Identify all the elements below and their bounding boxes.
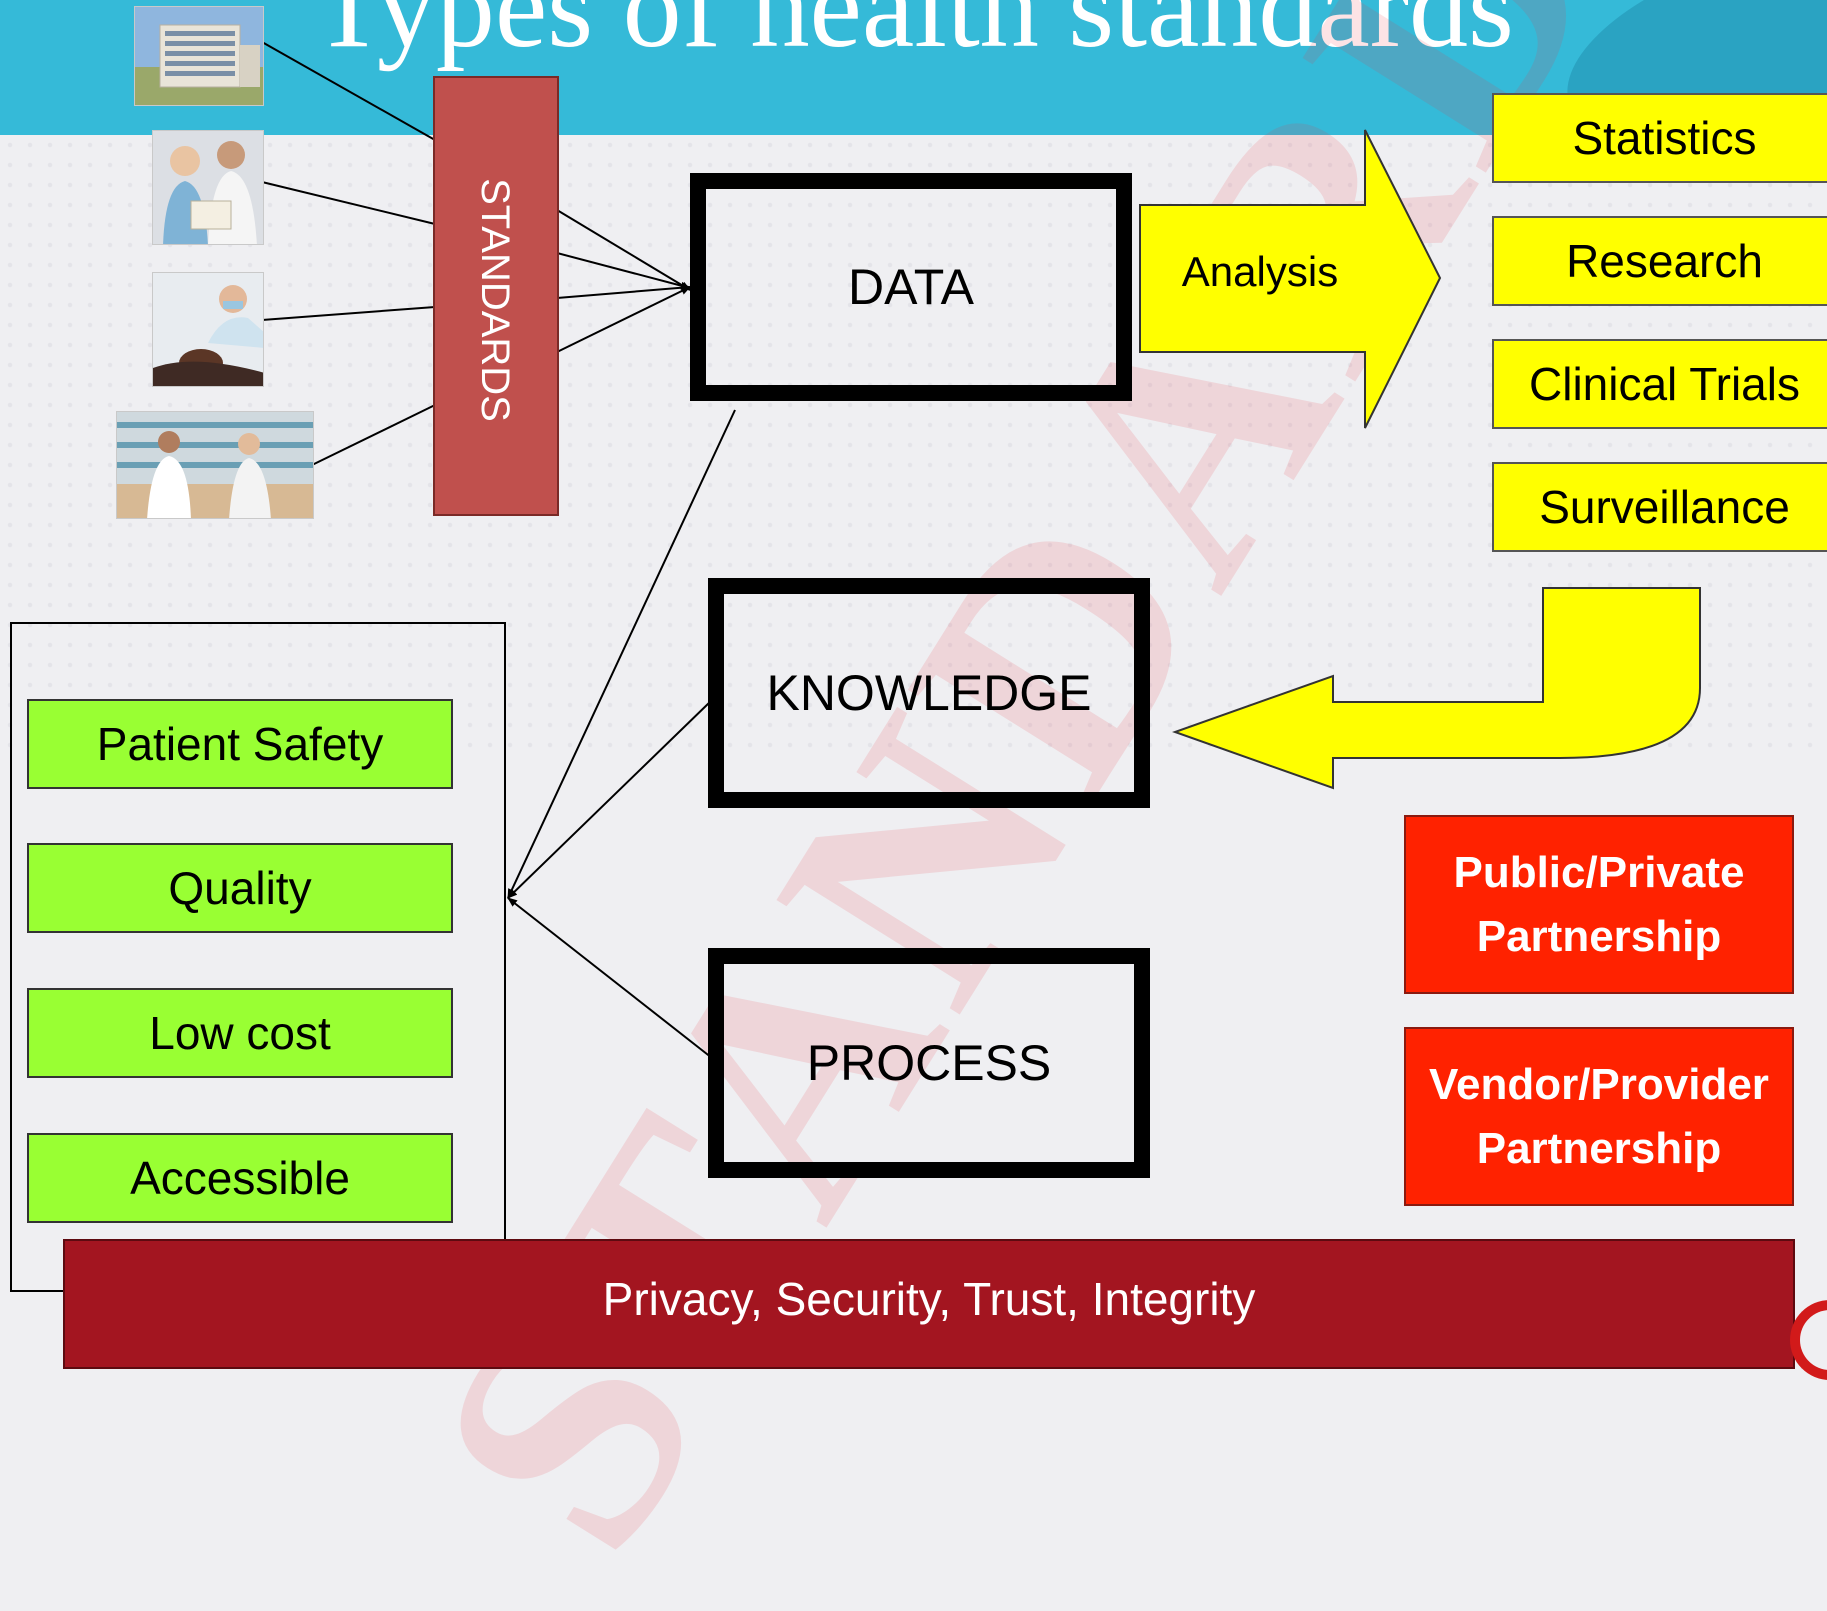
photo-connector-line [261,181,436,225]
standards-label: STANDARDS [473,178,517,422]
vendor-provider-partnership-box: Vendor/Provider Partnership [1404,1027,1794,1206]
surveillance-label: Surveillance [1539,481,1790,533]
clinical-trials-label: Clinical Trials [1529,358,1800,410]
standards-to-data-arrow [556,209,691,291]
vendor-provider-line1: Vendor/Provider [1429,1059,1769,1109]
low-cost-label: Low cost [149,1007,331,1059]
public-private-line1: Public/Private [1453,847,1745,897]
diagram-connectors [261,41,1701,1059]
quality-label: Quality [168,862,312,914]
public-private-partnership-box: Public/Private Partnership [1404,815,1794,994]
low-cost-box: Low cost [27,988,453,1078]
research-label: Research [1566,235,1763,287]
pharmacy-photo [116,411,314,519]
process-to-outcomes-arrow [507,897,713,1059]
process-node-label: PROCESS [806,1035,1052,1091]
analysis-block-arrow [1139,129,1442,429]
standards-bar [433,76,559,516]
analysis-label: Analysis [1181,248,1339,295]
knowledge-node: KNOWLEDGE [708,578,1150,808]
accessible-label: Accessible [130,1152,350,1204]
hospital-building-photo [134,6,264,106]
knowledge-to-outcomes-arrow [507,699,713,899]
patient-safety-box: Patient Safety [27,699,453,789]
statistics-box: Statistics [1492,93,1827,183]
surveillance-box: Surveillance [1492,462,1827,552]
header-band: Types of health standards [0,0,1827,135]
standards-to-data-arrow [556,283,691,299]
dental-patient-photo [152,272,264,387]
standards-to-data-arrow [556,286,691,353]
quality-box: Quality [27,843,453,933]
data-to-outcomes-arrow [507,409,736,899]
knowledge-node-label: KNOWLEDGE [766,665,1092,721]
doctor-nurse-photo [152,130,264,245]
clinical-trials-box: Clinical Trials [1492,339,1827,429]
footer-principles-label: Privacy, Security, Trust, Integrity [602,1273,1256,1325]
patient-safety-label: Patient Safety [96,718,384,770]
data-node: DATA [690,173,1132,401]
slide-title: Types of health standards [313,0,1514,72]
accessible-box: Accessible [27,1133,453,1223]
photo-connector-line [311,404,436,466]
process-node: PROCESS [708,948,1150,1178]
standards-to-data-arrow [556,252,691,290]
statistics-label: Statistics [1572,112,1757,164]
photo-connector-line [261,41,436,141]
public-private-line2: Partnership [1476,911,1722,961]
footer-principles-bar: Privacy, Security, Trust, Integrity [63,1239,1795,1369]
research-box: Research [1492,216,1827,306]
photo-connector-line [261,306,436,321]
data-node-label: DATA [848,259,974,315]
vendor-provider-line2: Partnership [1476,1123,1722,1173]
feedback-curved-arrow [1172,587,1701,790]
